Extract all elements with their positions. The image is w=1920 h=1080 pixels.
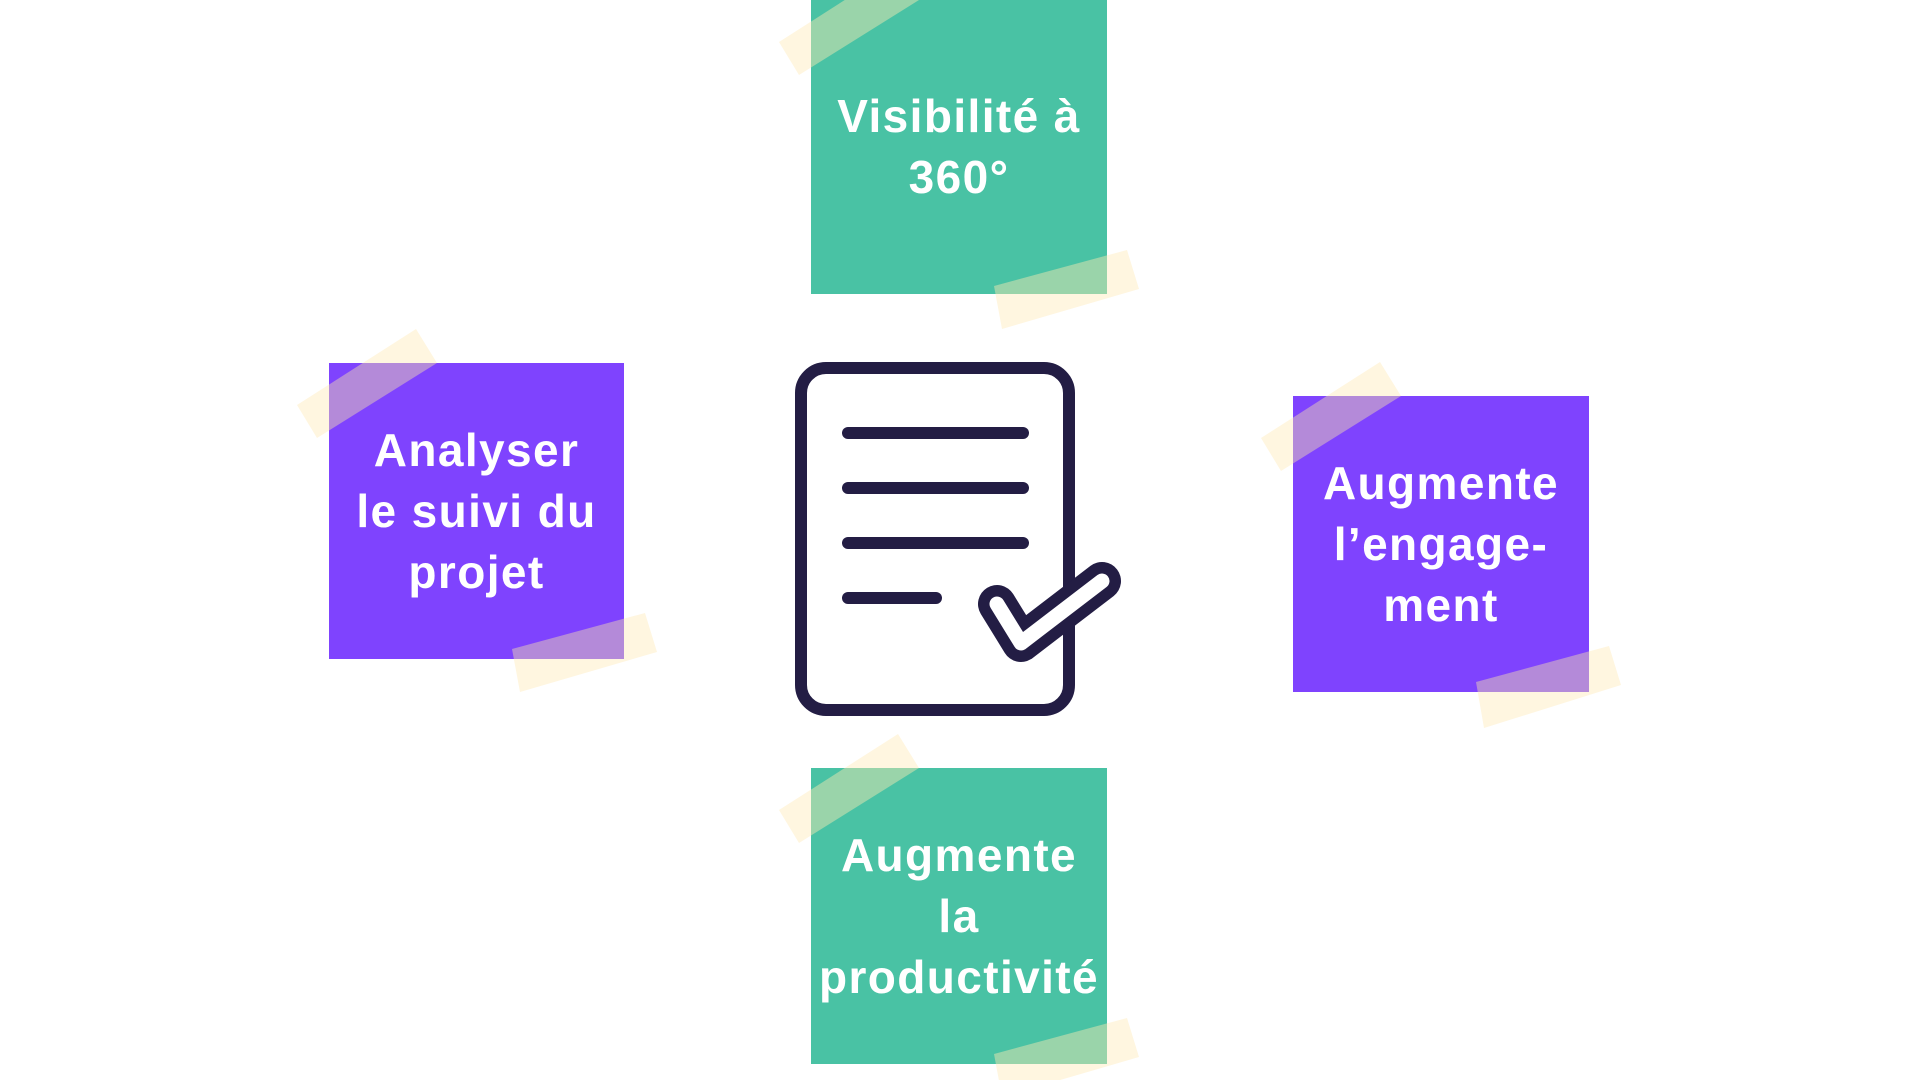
document-checklist-icon xyxy=(795,362,1121,716)
card-top-label: Visibilité à 360° xyxy=(811,0,1107,294)
card-bottom-line-1: Augmente xyxy=(840,828,1078,881)
card-top-background xyxy=(811,0,1107,294)
document-lines-icon xyxy=(842,427,1029,604)
card-right xyxy=(1261,362,1621,728)
card-right-line-2: l’engage- xyxy=(1333,517,1549,570)
card-right-line-3: ment xyxy=(1383,578,1499,631)
card-right-background xyxy=(1293,396,1589,692)
card-bottom xyxy=(779,734,1139,1080)
card-left-line-1: Analyser xyxy=(373,423,580,476)
card-left xyxy=(297,329,657,692)
card-left-label: Analyser le suivi du projet xyxy=(329,363,624,659)
card-bottom-line-3: productivité xyxy=(818,950,1100,1003)
card-bottom-line-2: la xyxy=(938,889,980,942)
card-left-line-2: le suivi du xyxy=(356,484,597,537)
card-top-line-2: 360° xyxy=(908,151,1010,203)
card-right-label: Augmente l’engage- ment xyxy=(1293,396,1589,692)
card-bottom-background xyxy=(811,768,1107,1064)
card-bottom-label: Augmente la productivité xyxy=(811,768,1107,1064)
card-top xyxy=(779,0,1139,329)
card-left-line-3: projet xyxy=(408,545,545,598)
card-top-line-1: Visibilité à xyxy=(837,90,1081,142)
card-right-line-1: Augmente xyxy=(1322,456,1560,509)
card-left-background xyxy=(329,363,624,659)
checkmark-icon xyxy=(978,562,1121,662)
